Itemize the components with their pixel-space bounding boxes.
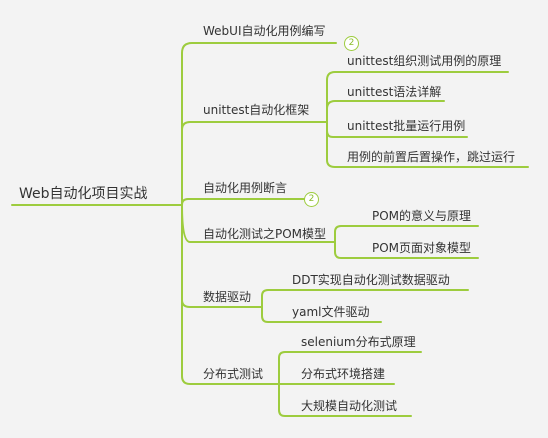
link-b2-c1 (326, 71, 509, 123)
link-branch-3 (181, 198, 308, 206)
node-pom-meaning[interactable]: POM的意义与原理 (372, 209, 472, 223)
node-env-setup[interactable]: 分布式环境搭建 (301, 367, 386, 381)
node-unittest-batch[interactable]: unittest批量运行用例 (347, 119, 466, 133)
node-pom-model[interactable]: POM页面对象模型 (372, 241, 472, 255)
branch-data-driven[interactable]: 数据驱动 (203, 290, 252, 304)
branch-pom[interactable]: 自动化测试之POM模型 (203, 227, 327, 241)
node-yaml[interactable]: yaml文件驱动 (292, 305, 370, 319)
branch-assertion[interactable]: 自动化用例断言 (203, 181, 288, 195)
link-branch-1 (181, 42, 337, 206)
node-unittest-syntax[interactable]: unittest语法详解 (347, 85, 442, 99)
collapsed-count-badge[interactable]: 2 (344, 36, 359, 51)
node-setup-teardown[interactable]: 用例的前置后置操作，跳过运行 (347, 150, 516, 164)
branch-webui[interactable]: WebUI自动化用例编写 (203, 24, 326, 38)
collapsed-count-badge[interactable]: 2 (304, 192, 319, 207)
branch-unittest[interactable]: unittest自动化框架 (203, 103, 310, 117)
node-large-scale[interactable]: 大规模自动化测试 (301, 399, 398, 413)
branch-distributed[interactable]: 分布式测试 (203, 367, 264, 381)
link-branch-6 (181, 204, 280, 385)
root-node[interactable]: Web自动化项目实战 (19, 186, 148, 202)
node-ddt[interactable]: DDT实现自动化测试数据驱动 (292, 273, 450, 287)
node-selenium-grid[interactable]: selenium分布式原理 (301, 335, 416, 349)
node-unittest-principle[interactable]: unittest组织测试用例的原理 (347, 54, 502, 68)
link-branch-2 (181, 121, 328, 206)
